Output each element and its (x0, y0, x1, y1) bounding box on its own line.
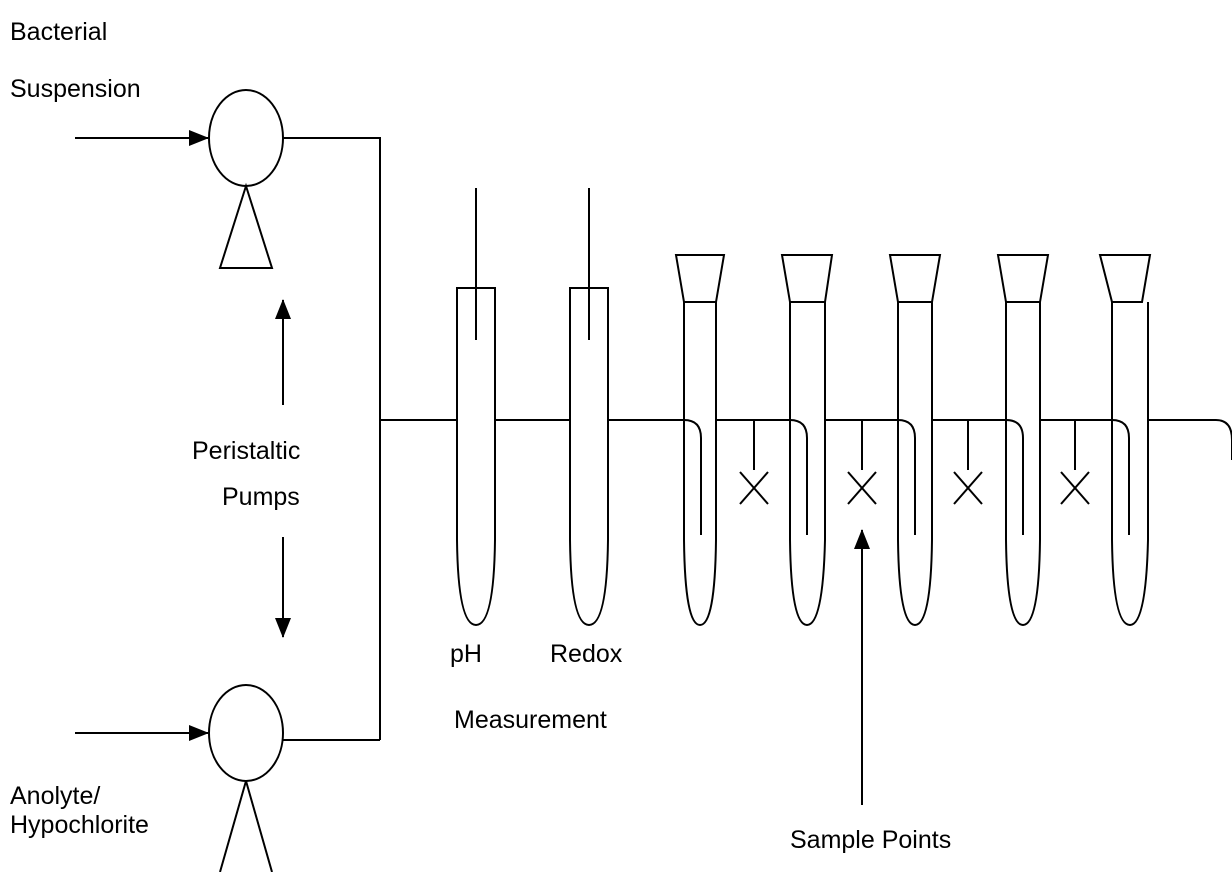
redox-tube (569, 287, 609, 627)
label-hypochlorite: Hypochlorite (10, 811, 149, 839)
pump-bottom (208, 684, 284, 872)
pump-bottom-rotor (208, 684, 284, 782)
label-measurement: Measurement (454, 706, 607, 734)
redox-probe-tube (569, 188, 609, 627)
pump-bottom-stand (219, 780, 273, 872)
pump-top-rotor (208, 89, 284, 187)
reaction-tube-5 (1098, 254, 1152, 627)
reaction-tube-4 (996, 254, 1050, 627)
outlet-line-top (283, 137, 381, 740)
label-anolyte: Anolyte/ (10, 782, 100, 810)
label-peristaltic: Peristaltic (192, 437, 300, 465)
ph-probe-tube (456, 188, 496, 627)
sample-point-3 (953, 420, 983, 505)
reaction-tube-3 (888, 254, 942, 627)
label-suspension: Suspension (10, 75, 141, 103)
sample-point-1 (739, 420, 769, 505)
reaction-tube-2 (780, 254, 834, 627)
reaction-tube-1 (674, 254, 726, 627)
label-redox: Redox (550, 640, 623, 668)
pump-top-stand (218, 182, 274, 269)
label-sample-points: Sample Points (790, 826, 951, 854)
sample-point-4 (1060, 420, 1090, 505)
label-bacterial: Bacterial (10, 18, 107, 46)
pump-top (208, 89, 284, 269)
sample-point-2 (847, 420, 877, 505)
label-ph: pH (450, 640, 482, 668)
ph-tube (456, 287, 496, 627)
label-pumps: Pumps (222, 483, 300, 511)
